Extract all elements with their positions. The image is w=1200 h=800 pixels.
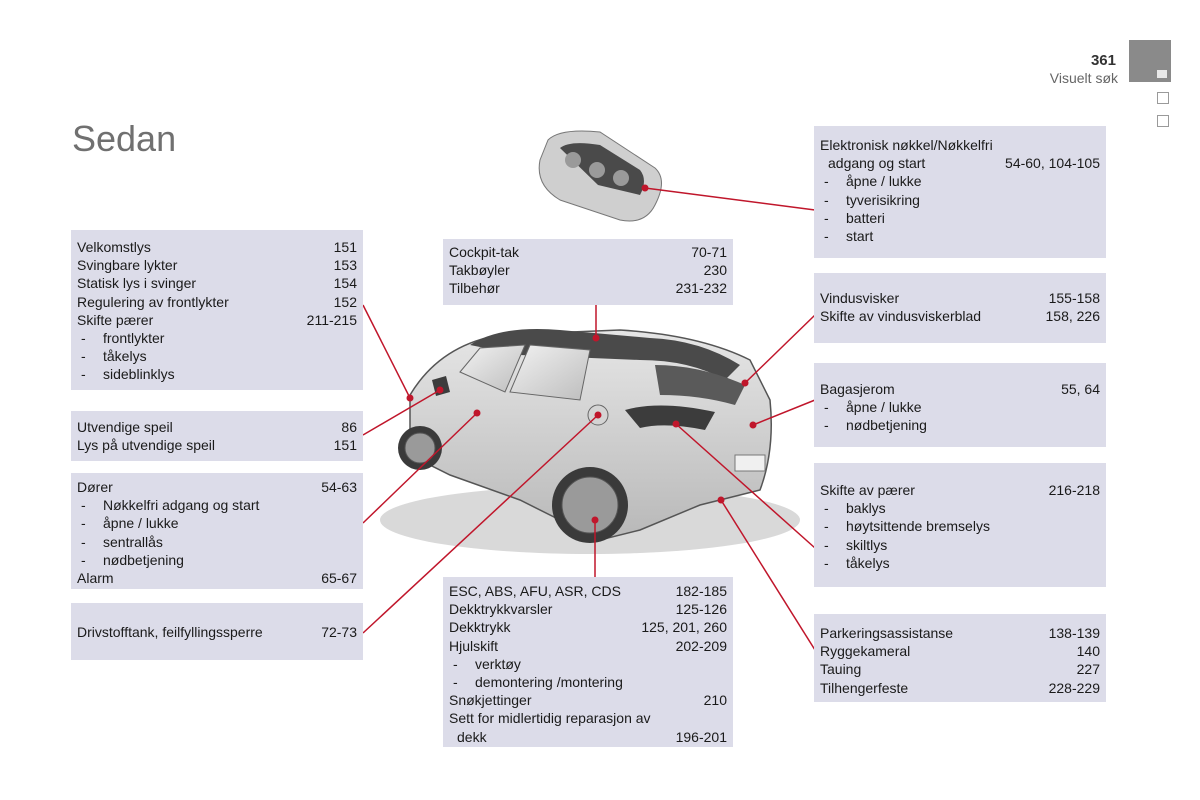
car-roof — [470, 329, 740, 380]
chapter-tab-mark — [1157, 70, 1167, 78]
sub-item: frontlykter — [77, 329, 357, 347]
sub-item: høytsittende bremselys — [820, 517, 1100, 535]
page-number: 361 — [1090, 52, 1116, 69]
list-item: Sett for midlertidig reparasjon av — [449, 710, 651, 727]
sub-item: verktøy — [449, 655, 727, 673]
sub-item: åpne / lukke — [820, 398, 1100, 416]
sub-item: skiltlys — [820, 536, 1100, 554]
car-side-window-front — [459, 344, 526, 393]
leader-dots — [406, 184, 757, 524]
sub-item: åpne / lukke — [77, 514, 357, 532]
car-rear-window — [655, 365, 745, 405]
sub-item: start — [820, 227, 1100, 245]
chapter-tab-box-2 — [1157, 115, 1169, 127]
sub-item: tåkelys — [77, 347, 357, 365]
leader-lines — [362, 187, 816, 651]
key-illustration — [538, 130, 662, 222]
sub-item: åpne / lukke — [820, 172, 1100, 190]
car-rear-light — [625, 405, 715, 430]
car-side-window-rear — [509, 344, 591, 401]
sub-item: batteri — [820, 209, 1100, 227]
sub-item: sentrallås — [77, 533, 357, 551]
sub-item: sideblinklys — [77, 365, 357, 383]
car-mirror — [432, 376, 450, 396]
sub-item: tyverisikring — [820, 191, 1100, 209]
sub-item: nødbetjening — [77, 551, 357, 569]
sub-item: nødbetjening — [820, 416, 1100, 434]
sub-item: demontering /montering — [449, 673, 727, 691]
section-label: Visuelt søk — [1049, 70, 1118, 86]
page-title: Sedan — [72, 118, 177, 159]
sub-item: Nøkkelfri adgang og start — [77, 496, 357, 514]
key-box: Elektronisk nøkkel/Nøkkelfri adgang og s… — [814, 126, 1106, 258]
sub-item: baklys — [820, 499, 1100, 517]
car-plate — [734, 454, 766, 472]
sub-item: tåkelys — [820, 554, 1100, 572]
list-item: Elektronisk nøkkel/Nøkkelfri — [820, 137, 993, 153]
chapter-tab-box-1 — [1157, 92, 1169, 104]
